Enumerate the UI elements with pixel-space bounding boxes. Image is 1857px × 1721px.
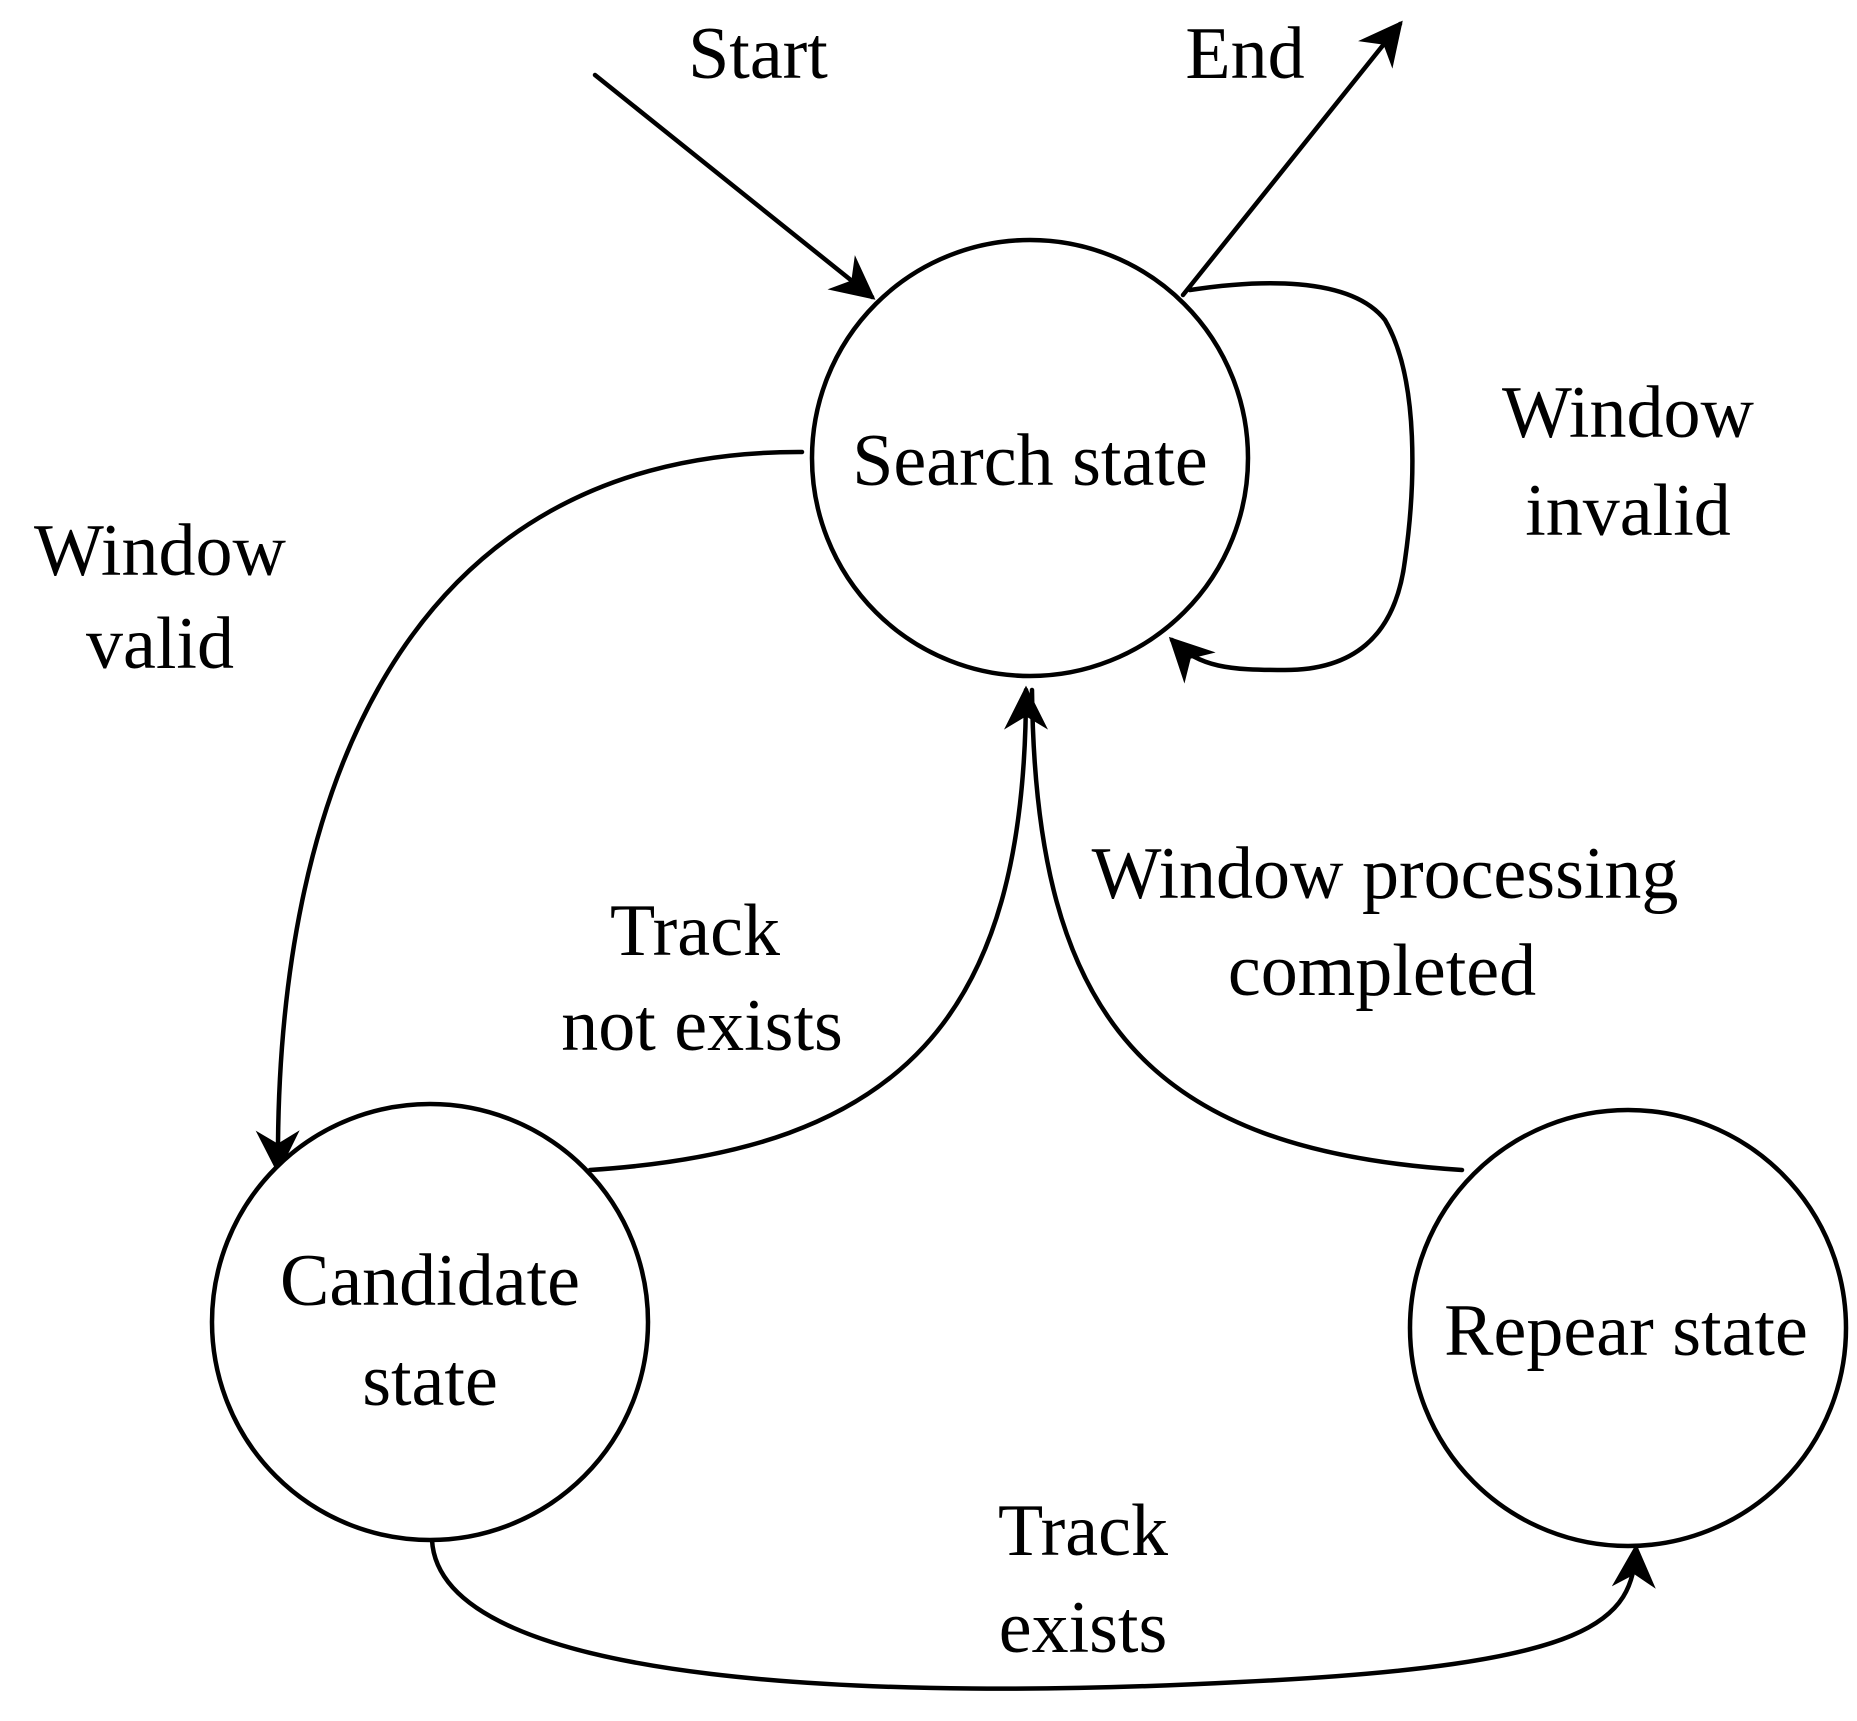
track-exists-label-line2: exists	[999, 1587, 1168, 1669]
window-invalid-label-line2: invalid	[1525, 470, 1731, 552]
candidate-state-label-line2: state	[362, 1340, 498, 1422]
search-state-node: Search state	[809, 237, 1251, 679]
start-arrow	[592, 72, 876, 300]
window-invalid-loop	[1168, 281, 1415, 684]
window-invalid-label-line1: Window	[1502, 372, 1754, 454]
repear-state-label: Repear state	[1444, 1290, 1808, 1372]
candidate-state-circle	[209, 1101, 651, 1543]
repear-state-circle	[1407, 1107, 1849, 1549]
window-processing-completed-label-line2: completed	[1228, 930, 1536, 1012]
window-valid-label-line2: valid	[86, 603, 234, 685]
window-processing-completed-arrow	[1029, 687, 1465, 1173]
track-not-exists-arrow	[587, 685, 1048, 1173]
window-processing-completed-label-line1: Window processing	[1092, 833, 1679, 915]
track-exists-label-line1: Track	[998, 1490, 1168, 1572]
window-valid-arrow	[255, 449, 805, 1175]
candidate-state-node: Candidate state	[209, 1101, 651, 1543]
window-valid-label-line1: Window	[34, 510, 286, 592]
track-not-exists-label-line1: Track	[610, 890, 780, 972]
candidate-state-label-line1: Candidate	[280, 1240, 580, 1322]
search-state-circle	[809, 237, 1251, 679]
end-arrow	[1180, 20, 1403, 298]
search-state-label: Search state	[852, 420, 1207, 502]
end-label: End	[1185, 13, 1304, 95]
repear-state-node: Repear state	[1407, 1107, 1849, 1549]
start-label: Start	[688, 13, 828, 95]
track-exists-arrow	[429, 1537, 1656, 1691]
track-not-exists-label-line2: not exists	[561, 985, 843, 1067]
